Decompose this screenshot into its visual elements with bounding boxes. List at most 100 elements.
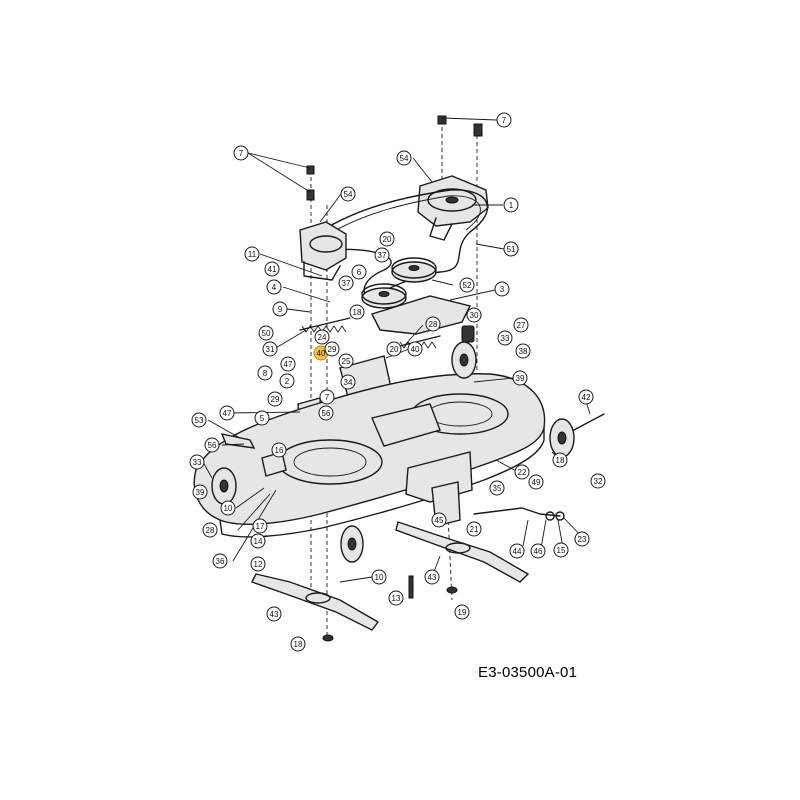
callout-29[interactable]: 29: [324, 341, 340, 357]
callout-label: 40: [317, 349, 326, 358]
callout-33[interactable]: 33: [189, 454, 205, 470]
callout-label: 10: [224, 504, 233, 513]
callout-30[interactable]: 30: [466, 307, 482, 323]
callout-56[interactable]: 56: [318, 405, 334, 421]
callout-3[interactable]: 3: [494, 281, 510, 297]
callout-53[interactable]: 53: [191, 412, 207, 428]
callout-38[interactable]: 38: [515, 343, 531, 359]
callout-label: 39: [196, 488, 205, 497]
callout-47[interactable]: 47: [219, 405, 235, 421]
callout-18[interactable]: 18: [552, 452, 568, 468]
callout-label: 43: [270, 610, 279, 619]
callout-22[interactable]: 22: [514, 464, 530, 480]
callout-label: 23: [578, 535, 587, 544]
callout-label: 37: [342, 279, 351, 288]
callout-11[interactable]: 11: [244, 246, 260, 262]
callout-4[interactable]: 4: [266, 279, 282, 295]
callout-37[interactable]: 37: [374, 247, 390, 263]
callout-label: 13: [392, 594, 401, 603]
callout-12[interactable]: 12: [250, 556, 266, 572]
callout-54[interactable]: 54: [340, 186, 356, 202]
drive-belt: [319, 189, 489, 301]
callout-label: 7: [325, 393, 330, 402]
callout-label: 20: [383, 235, 392, 244]
callout-39[interactable]: 39: [512, 370, 528, 386]
callout-14[interactable]: 14: [250, 533, 266, 549]
callout-label: 17: [256, 522, 265, 531]
callout-9[interactable]: 9: [272, 301, 288, 317]
callout-label: 34: [344, 378, 353, 387]
callout-7[interactable]: 7: [233, 145, 249, 161]
callout-18[interactable]: 18: [349, 304, 365, 320]
callout-35[interactable]: 35: [489, 480, 505, 496]
callout-36[interactable]: 36: [212, 553, 228, 569]
callout-10[interactable]: 10: [371, 569, 387, 585]
callout-50[interactable]: 50: [258, 325, 274, 341]
callout-19[interactable]: 19: [454, 604, 470, 620]
callout-label: 10: [375, 573, 384, 582]
callout-52[interactable]: 52: [459, 277, 475, 293]
callout-label: 8: [263, 369, 268, 378]
callout-25[interactable]: 25: [338, 353, 354, 369]
callout-15[interactable]: 15: [553, 542, 569, 558]
callout-31[interactable]: 31: [262, 341, 278, 357]
callout-20[interactable]: 20: [379, 231, 395, 247]
callout-label: 14: [254, 537, 263, 546]
callout-label: 30: [470, 311, 479, 320]
callout-7[interactable]: 7: [496, 112, 512, 128]
callout-label: 38: [519, 347, 528, 356]
callout-label: 3: [500, 285, 505, 294]
callout-label: 24: [318, 333, 327, 342]
callout-28[interactable]: 28: [425, 316, 441, 332]
callout-7[interactable]: 7: [319, 389, 335, 405]
callout-24[interactable]: 24: [314, 329, 330, 345]
callout-46[interactable]: 46: [530, 543, 546, 559]
callout-18[interactable]: 18: [290, 636, 306, 652]
callout-20[interactable]: 20: [386, 341, 402, 357]
callout-40[interactable]: 40: [407, 341, 423, 357]
callout-label: 33: [193, 458, 202, 467]
callout-13[interactable]: 13: [388, 590, 404, 606]
callout-32[interactable]: 32: [590, 473, 606, 489]
callout-39[interactable]: 39: [192, 484, 208, 500]
callout-34[interactable]: 34: [340, 374, 356, 390]
callout-33[interactable]: 33: [497, 330, 513, 346]
callout-54[interactable]: 54: [396, 150, 412, 166]
callout-41[interactable]: 41: [264, 261, 280, 277]
callout-label: 45: [435, 516, 444, 525]
callout-10[interactable]: 10: [220, 500, 236, 516]
callout-label: 28: [206, 526, 215, 535]
callout-45[interactable]: 45: [431, 512, 447, 528]
callout-label: 52: [463, 281, 472, 290]
callout-label: 22: [518, 468, 527, 477]
callout-label: 46: [534, 547, 543, 556]
callout-28[interactable]: 28: [202, 522, 218, 538]
callout-37[interactable]: 37: [338, 275, 354, 291]
callout-5[interactable]: 5: [254, 410, 270, 426]
callout-27[interactable]: 27: [513, 317, 529, 333]
callout-42[interactable]: 42: [578, 389, 594, 405]
callout-2[interactable]: 2: [279, 373, 295, 389]
callout-43[interactable]: 43: [424, 569, 440, 585]
callout-label: 12: [254, 560, 263, 569]
callout-6[interactable]: 6: [351, 264, 367, 280]
callout-label: 47: [284, 360, 293, 369]
callout-47[interactable]: 47: [280, 356, 296, 372]
callout-label: 43: [428, 573, 437, 582]
callout-44[interactable]: 44: [509, 543, 525, 559]
callout-16[interactable]: 16: [271, 442, 287, 458]
callout-56[interactable]: 56: [204, 437, 220, 453]
callout-43[interactable]: 43: [266, 606, 282, 622]
callout-label: 29: [271, 395, 280, 404]
callout-17[interactable]: 17: [252, 518, 268, 534]
callout-label: 16: [275, 446, 284, 455]
callout-1[interactable]: 1: [503, 197, 519, 213]
callout-23[interactable]: 23: [574, 531, 590, 547]
callout-8[interactable]: 8: [257, 365, 273, 381]
callout-label: 47: [223, 409, 232, 418]
callout-49[interactable]: 49: [528, 474, 544, 490]
callout-21[interactable]: 21: [466, 521, 482, 537]
callout-51[interactable]: 51: [503, 241, 519, 257]
callout-29[interactable]: 29: [267, 391, 283, 407]
